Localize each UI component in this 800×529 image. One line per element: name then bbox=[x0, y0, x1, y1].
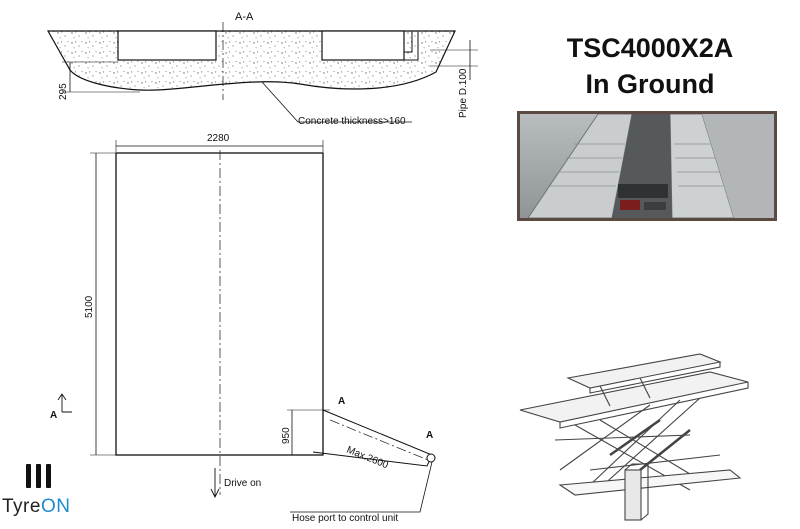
concrete-note: Concrete thickness>160 bbox=[298, 116, 406, 127]
pit-right bbox=[321, 30, 405, 61]
tyre-tread-icon bbox=[26, 464, 51, 488]
hose-length-dimension: Max.2600 bbox=[345, 445, 390, 472]
lift-illustration bbox=[519, 353, 749, 521]
product-model: TSC4000X2A bbox=[566, 33, 734, 63]
drive-on-label: Drive on bbox=[224, 478, 261, 489]
pit-left bbox=[117, 30, 217, 61]
section-view: A-A 295 Pipe D.100 Concrete thickness>16… bbox=[46, 11, 478, 127]
section-mark-lower: A bbox=[426, 430, 433, 441]
installation-photo bbox=[517, 111, 777, 221]
section-mark-upper: A bbox=[338, 396, 345, 407]
plan-view: 2280 5100 950 Max.2600 A A A Drive on Ho… bbox=[50, 133, 436, 524]
offset-dimension: 950 bbox=[281, 427, 292, 444]
pit-outline bbox=[115, 152, 324, 456]
title-block: TSC4000X2A In Ground bbox=[520, 30, 780, 102]
brand-name-part1: Tyre bbox=[2, 496, 41, 517]
brand-name-part2: ON bbox=[40, 496, 71, 517]
length-dimension: 5100 bbox=[84, 295, 95, 318]
section-mark-side: A bbox=[50, 410, 57, 421]
brand-name: TyreON bbox=[2, 496, 70, 518]
width-dimension: 2280 bbox=[207, 133, 230, 144]
hose-port-label: Hose port to control unit bbox=[292, 513, 398, 524]
pipe bbox=[404, 32, 419, 61]
section-label: A-A bbox=[235, 11, 254, 23]
depth-dimension: 295 bbox=[58, 83, 69, 100]
product-type: In Ground bbox=[585, 69, 715, 99]
pipe-dimension: Pipe D.100 bbox=[458, 68, 469, 118]
